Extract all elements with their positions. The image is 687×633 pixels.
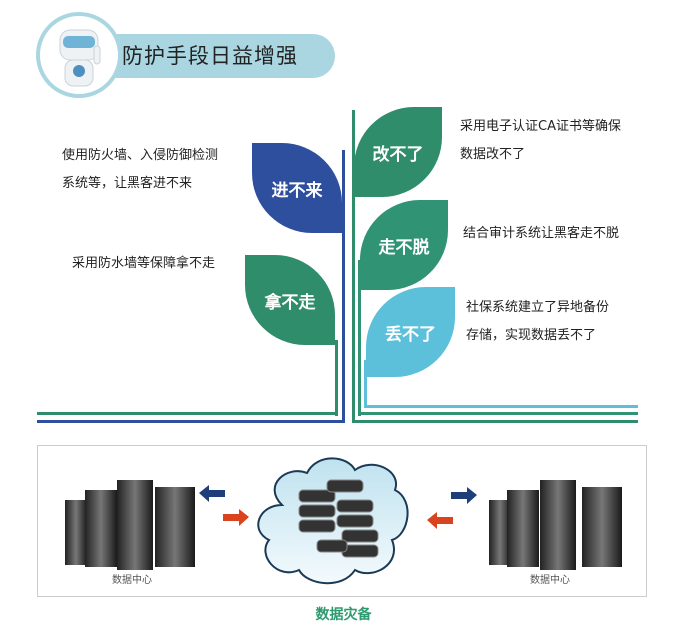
ground-line xyxy=(352,420,638,423)
text-line: 采用电子认证CA证书等确保 xyxy=(460,119,621,134)
leaf-jin-bu-lai: 进不来 xyxy=(252,143,342,233)
datacenter-label-right: 数据中心 xyxy=(530,575,570,586)
text-line: 系统等，让黑客进不来 xyxy=(62,176,193,191)
backup-illustration xyxy=(65,457,622,585)
stem-right xyxy=(364,360,367,408)
leaf-description: 社保系统建立了异地备份 存储，实现数据丢不了 xyxy=(466,294,609,350)
text-line: 结合审计系统让黑客走不脱 xyxy=(463,226,620,241)
server-right-icon xyxy=(489,480,622,570)
server-left-icon xyxy=(65,480,195,570)
stem-green-left xyxy=(335,340,338,416)
text-line: 使用防火墙、入侵防御检测 xyxy=(62,148,219,163)
page-title: 防护手段日益增强 xyxy=(122,44,298,68)
diagram-caption: 数据灾备 xyxy=(315,607,372,623)
leaf-diu-bu-liao: 丢不了 xyxy=(366,287,455,377)
arrow-right-icon xyxy=(223,509,249,526)
ground-line xyxy=(37,420,345,423)
robot-mascot-icon xyxy=(36,12,122,98)
leaf-zou-bu-tuo: 走不脱 xyxy=(360,200,448,290)
leaf-gai-bu-liao: 改不了 xyxy=(354,107,442,197)
arrow-right-icon xyxy=(451,487,477,504)
title-banner xyxy=(95,34,335,78)
leaf-description: 使用防火墙、入侵防御检测 系统等，让黑客进不来 xyxy=(62,142,218,198)
backup-diagram xyxy=(37,445,647,597)
leaf-label: 拿不走 xyxy=(264,292,316,313)
text-line: 数据改不了 xyxy=(460,147,526,162)
leaf-label: 进不来 xyxy=(271,180,323,201)
leaf-label: 改不了 xyxy=(372,144,424,165)
stem-right xyxy=(352,110,355,423)
leaf-description: 采用电子认证CA证书等确保 数据改不了 xyxy=(460,113,621,169)
text-line: 采用防水墙等保障拿不走 xyxy=(72,256,216,271)
stem-blue xyxy=(342,150,345,423)
leaf-label: 走不脱 xyxy=(378,237,430,258)
text-line: 存储，实现数据丢不了 xyxy=(466,328,597,343)
ground-line xyxy=(358,412,638,415)
datacenter-label-left: 数据中心 xyxy=(112,575,152,586)
leaf-description: 采用防水墙等保障拿不走 xyxy=(72,250,215,278)
leaf-description: 结合审计系统让黑客走不脱 xyxy=(463,220,619,248)
leaf-na-bu-zou: 拿不走 xyxy=(245,255,335,345)
leaf-label: 丢不了 xyxy=(385,324,436,345)
stem-right xyxy=(358,260,361,416)
ground-line xyxy=(364,405,638,408)
text-line: 社保系统建立了异地备份 xyxy=(466,300,610,315)
arrow-left-icon xyxy=(427,512,453,529)
ground-line xyxy=(37,412,338,415)
cloud-icon xyxy=(257,457,409,585)
arrow-left-icon xyxy=(199,485,225,502)
